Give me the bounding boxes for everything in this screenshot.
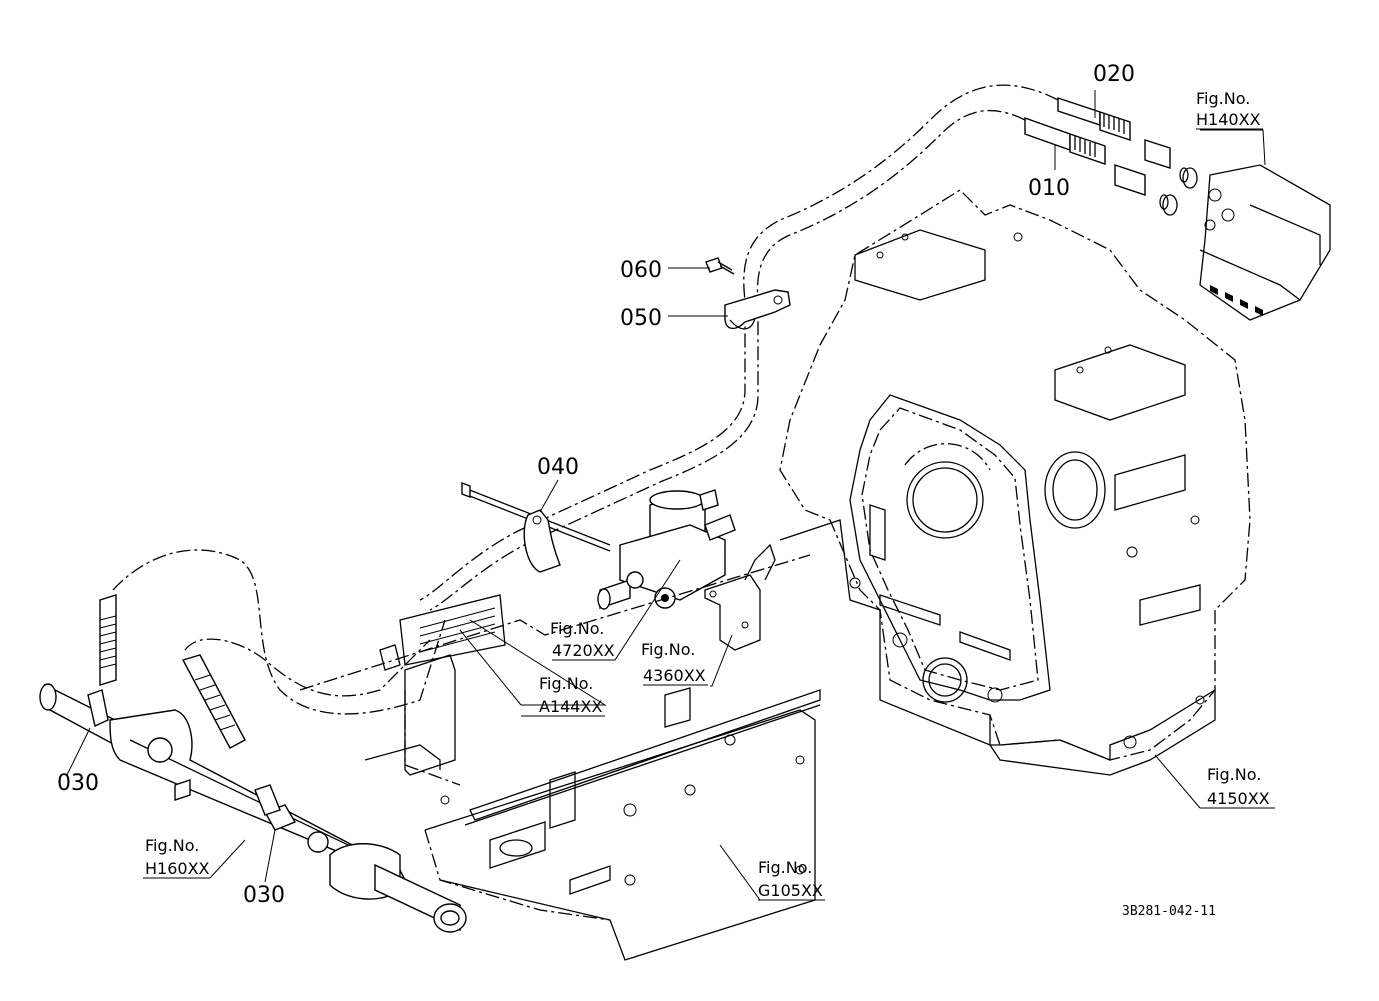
figure-references: Fig.No. H140XX Fig.No. 4720XX Fig.No. 43…	[143, 89, 1275, 901]
hose-guards	[379, 594, 506, 671]
fig-ref-g105: G105XX	[758, 881, 823, 900]
fig-ref-4360: 4360XX	[643, 666, 706, 685]
clamp-040	[523, 509, 561, 573]
callout-060: 060	[620, 258, 662, 283]
bolt-060	[705, 257, 735, 275]
fig-ref-prefix: Fig.No.	[758, 858, 812, 877]
fig-ref-prefix: Fig.No.	[145, 836, 199, 855]
callout-030-bottom: 030	[243, 883, 285, 908]
fig-ref-h160: H160XX	[145, 859, 210, 878]
callout-labels: 020 010 060 050 040 030 030	[57, 62, 1135, 908]
fig-ref-a144: A144XX	[539, 697, 602, 716]
callout-020: 020	[1093, 62, 1135, 87]
fig-ref-prefix: Fig.No.	[539, 674, 593, 693]
fig-ref-prefix: Fig.No.	[1207, 765, 1261, 784]
drawing-code: 3B281-042-11	[1122, 904, 1216, 919]
bracket	[704, 543, 776, 651]
fig-ref-h140: H140XX	[1196, 110, 1261, 129]
transmission-case	[779, 164, 1331, 776]
solenoid-valve	[461, 481, 736, 610]
callout-010: 010	[1028, 176, 1070, 201]
hydraulic-cylinder	[39, 594, 467, 933]
callout-040: 040	[537, 455, 579, 480]
fig-ref-4150: 4150XX	[1207, 789, 1270, 808]
hoses	[112, 84, 1059, 715]
fig-ref-prefix: Fig.No.	[550, 619, 604, 638]
clamp-050	[724, 289, 791, 330]
fig-ref-prefix: Fig.No.	[1196, 89, 1250, 108]
fig-ref-4720: 4720XX	[552, 641, 615, 660]
fig-ref-prefix: Fig.No.	[641, 640, 695, 659]
hose-fittings-upper	[1024, 97, 1198, 216]
callout-050: 050	[620, 306, 662, 331]
callout-030-left: 030	[57, 771, 99, 796]
